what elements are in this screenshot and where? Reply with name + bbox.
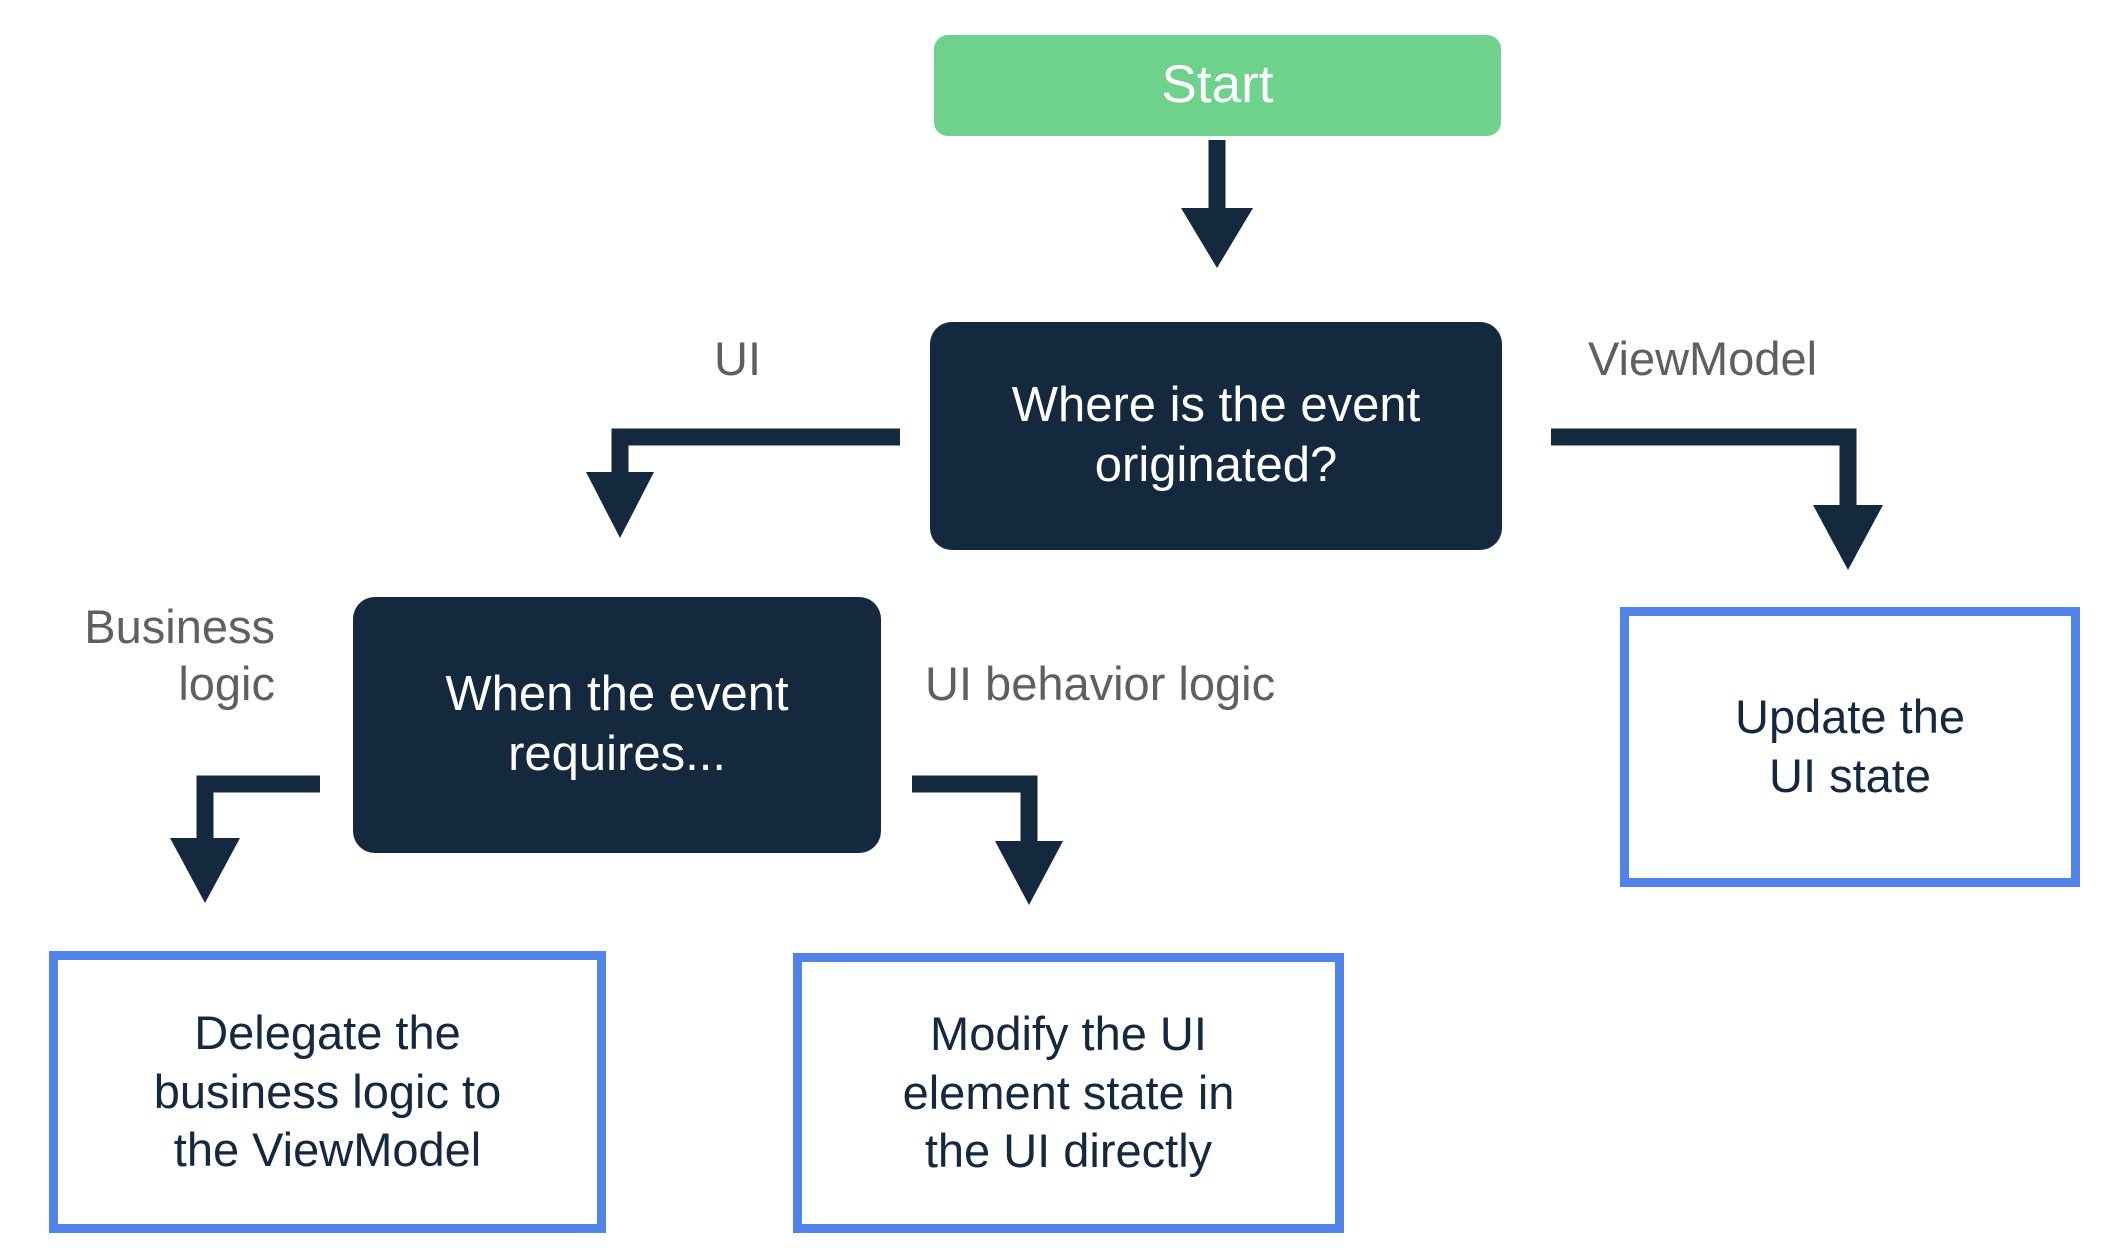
node-modify-ui-element-state-directly[interactable]: Modify the UI element state in the UI di…	[793, 953, 1344, 1233]
node-start[interactable]: Start	[934, 35, 1501, 136]
node-update-ui-state-label: Update the UI state	[1735, 690, 1965, 802]
node-delegate-business-logic-to-viewmodel[interactable]: Delegate the business logic to the ViewM…	[49, 951, 606, 1233]
node-delegate-label: Delegate the business logic to the ViewM…	[153, 1005, 502, 1177]
node-modify-label: Modify the UI element state in the UI di…	[902, 1006, 1235, 1178]
node-where-is-the-event-originated[interactable]: Where is the event originated?	[930, 322, 1502, 550]
node-where-label: Where is the event originated?	[1011, 378, 1421, 492]
edge-label-viewmodel: ViewModel	[1588, 332, 1818, 385]
edge-label-ui: UI	[714, 332, 761, 385]
node-start-label: Start	[1161, 55, 1274, 115]
node-when-the-event-requires[interactable]: When the event requires...	[353, 597, 881, 853]
edge-label-ui-behavior-logic: UI behavior logic	[925, 657, 1276, 710]
edge-label-business-logic: Business logic	[84, 600, 275, 711]
node-when-label: When the event requires...	[445, 667, 789, 781]
node-update-the-ui-state[interactable]: Update the UI state	[1620, 607, 2080, 887]
